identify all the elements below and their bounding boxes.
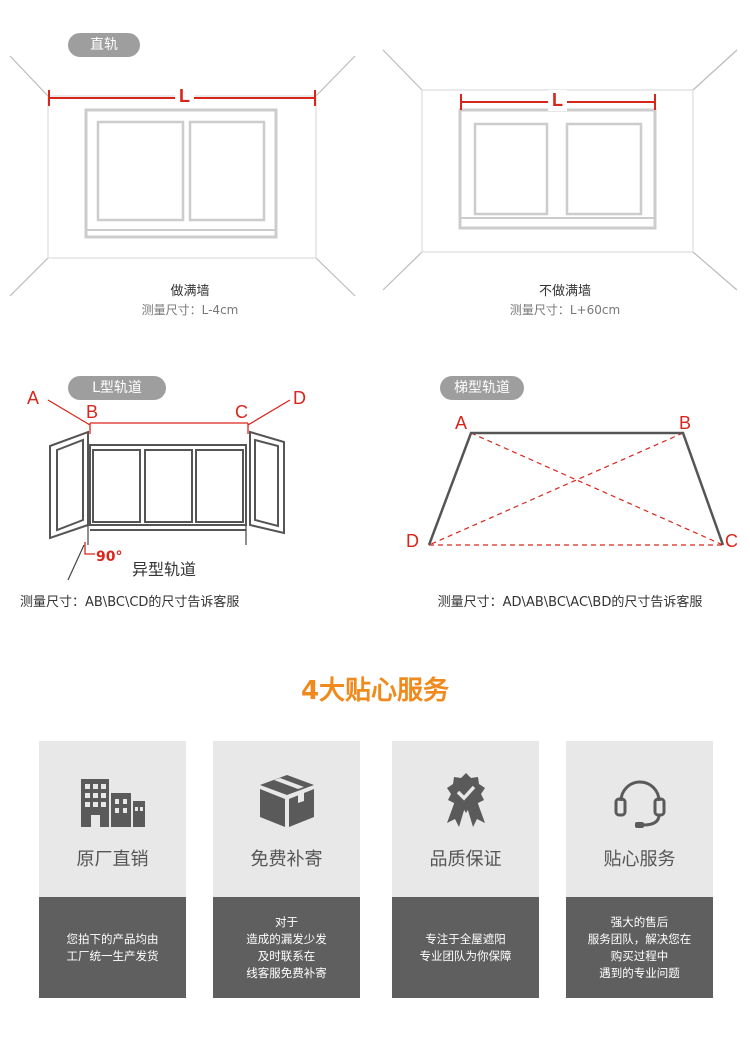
- service-desc-panel: 强大的售后 服务团队，解决您在 购买过程中 遇到的专业问题: [566, 897, 713, 998]
- trapezoid-track-pill: 梯型轨道: [440, 376, 524, 400]
- service-card-top: 贴心服务: [566, 741, 713, 897]
- service-desc-panel: 专注于全屋遮阳 专业团队为你保障: [392, 897, 539, 998]
- full-wall-diagram: [9, 55, 356, 297]
- service-label: 贴心服务: [603, 849, 676, 870]
- not-full-wall-dim-label: L: [548, 90, 567, 111]
- trapezoid-point-c: C: [725, 531, 738, 551]
- full-wall-measure: 测量尺寸：L-4cm: [141, 303, 239, 317]
- service-desc: 对于 造成的漏发少发 及时联系在 线客服免费补寄: [246, 914, 327, 980]
- full-wall-title: 做满墙: [170, 284, 210, 299]
- box-icon: [213, 771, 360, 831]
- not-full-wall-title: 不做满墙: [538, 284, 591, 299]
- trapezoid-point-a: A: [455, 413, 468, 433]
- service-card-factory: 原厂直销 您拍下的产品均由 工厂统一生产发货: [39, 741, 186, 998]
- service-card-quality: 品质保证 专注于全屋遮阳 专业团队为你保障: [392, 741, 539, 998]
- service-card-top: 原厂直销: [39, 741, 186, 897]
- not-full-wall-diagram: [382, 49, 738, 291]
- service-desc: 您拍下的产品均由 工厂统一生产发货: [66, 931, 159, 963]
- service-card-support: 贴心服务 强大的售后 服务团队，解决您在 购买过程中 遇到的专业问题: [566, 741, 713, 998]
- full-wall-dim-label: L: [175, 86, 194, 107]
- service-desc-panel: 对于 造成的漏发少发 及时联系在 线客服免费补寄: [213, 897, 360, 998]
- service-label: 免费补寄: [250, 849, 323, 870]
- not-full-wall-measure: 测量尺寸：L+60cm: [509, 303, 621, 317]
- l-track-measure: 测量尺寸：AB\BC\CD的尺寸告诉客服: [20, 595, 240, 610]
- l-track-name: 异型轨道: [132, 560, 197, 579]
- headset-icon: [566, 771, 713, 831]
- services-title: 4大贴心服务: [300, 676, 450, 706]
- service-label: 原厂直销: [76, 849, 149, 870]
- award-badge-icon: [392, 771, 539, 831]
- service-card-top: 品质保证: [392, 741, 539, 897]
- trapezoid-point-b: B: [679, 413, 692, 433]
- service-card-top: 免费补寄: [213, 741, 360, 897]
- l-track-point-c: C: [235, 402, 248, 422]
- l-track-pill: L型轨道: [68, 376, 166, 400]
- service-desc-panel: 您拍下的产品均由 工厂统一生产发货: [39, 897, 186, 998]
- straight-track-pill: 直轨: [68, 33, 140, 57]
- factory-icon: [39, 771, 186, 831]
- l-track-angle: 90°: [96, 549, 123, 565]
- service-desc: 强大的售后 服务团队，解决您在 购买过程中 遇到的专业问题: [587, 914, 692, 980]
- l-track-point-d: D: [293, 388, 306, 408]
- trapezoid-point-d: D: [406, 531, 419, 551]
- trapezoid-diagram: [427, 431, 725, 546]
- l-track-point-b: B: [86, 402, 99, 422]
- trapezoid-measure: 测量尺寸：AD\AB\BC\AC\BD的尺寸告诉客服: [437, 595, 703, 610]
- l-track-point-a: A: [27, 388, 40, 408]
- l-track-diagram: [47, 399, 291, 581]
- service-card-resend: 免费补寄 对于 造成的漏发少发 及时联系在 线客服免费补寄: [213, 741, 360, 998]
- service-desc: 专注于全屋遮阳 专业团队为你保障: [419, 931, 512, 963]
- service-label: 品质保证: [429, 849, 502, 870]
